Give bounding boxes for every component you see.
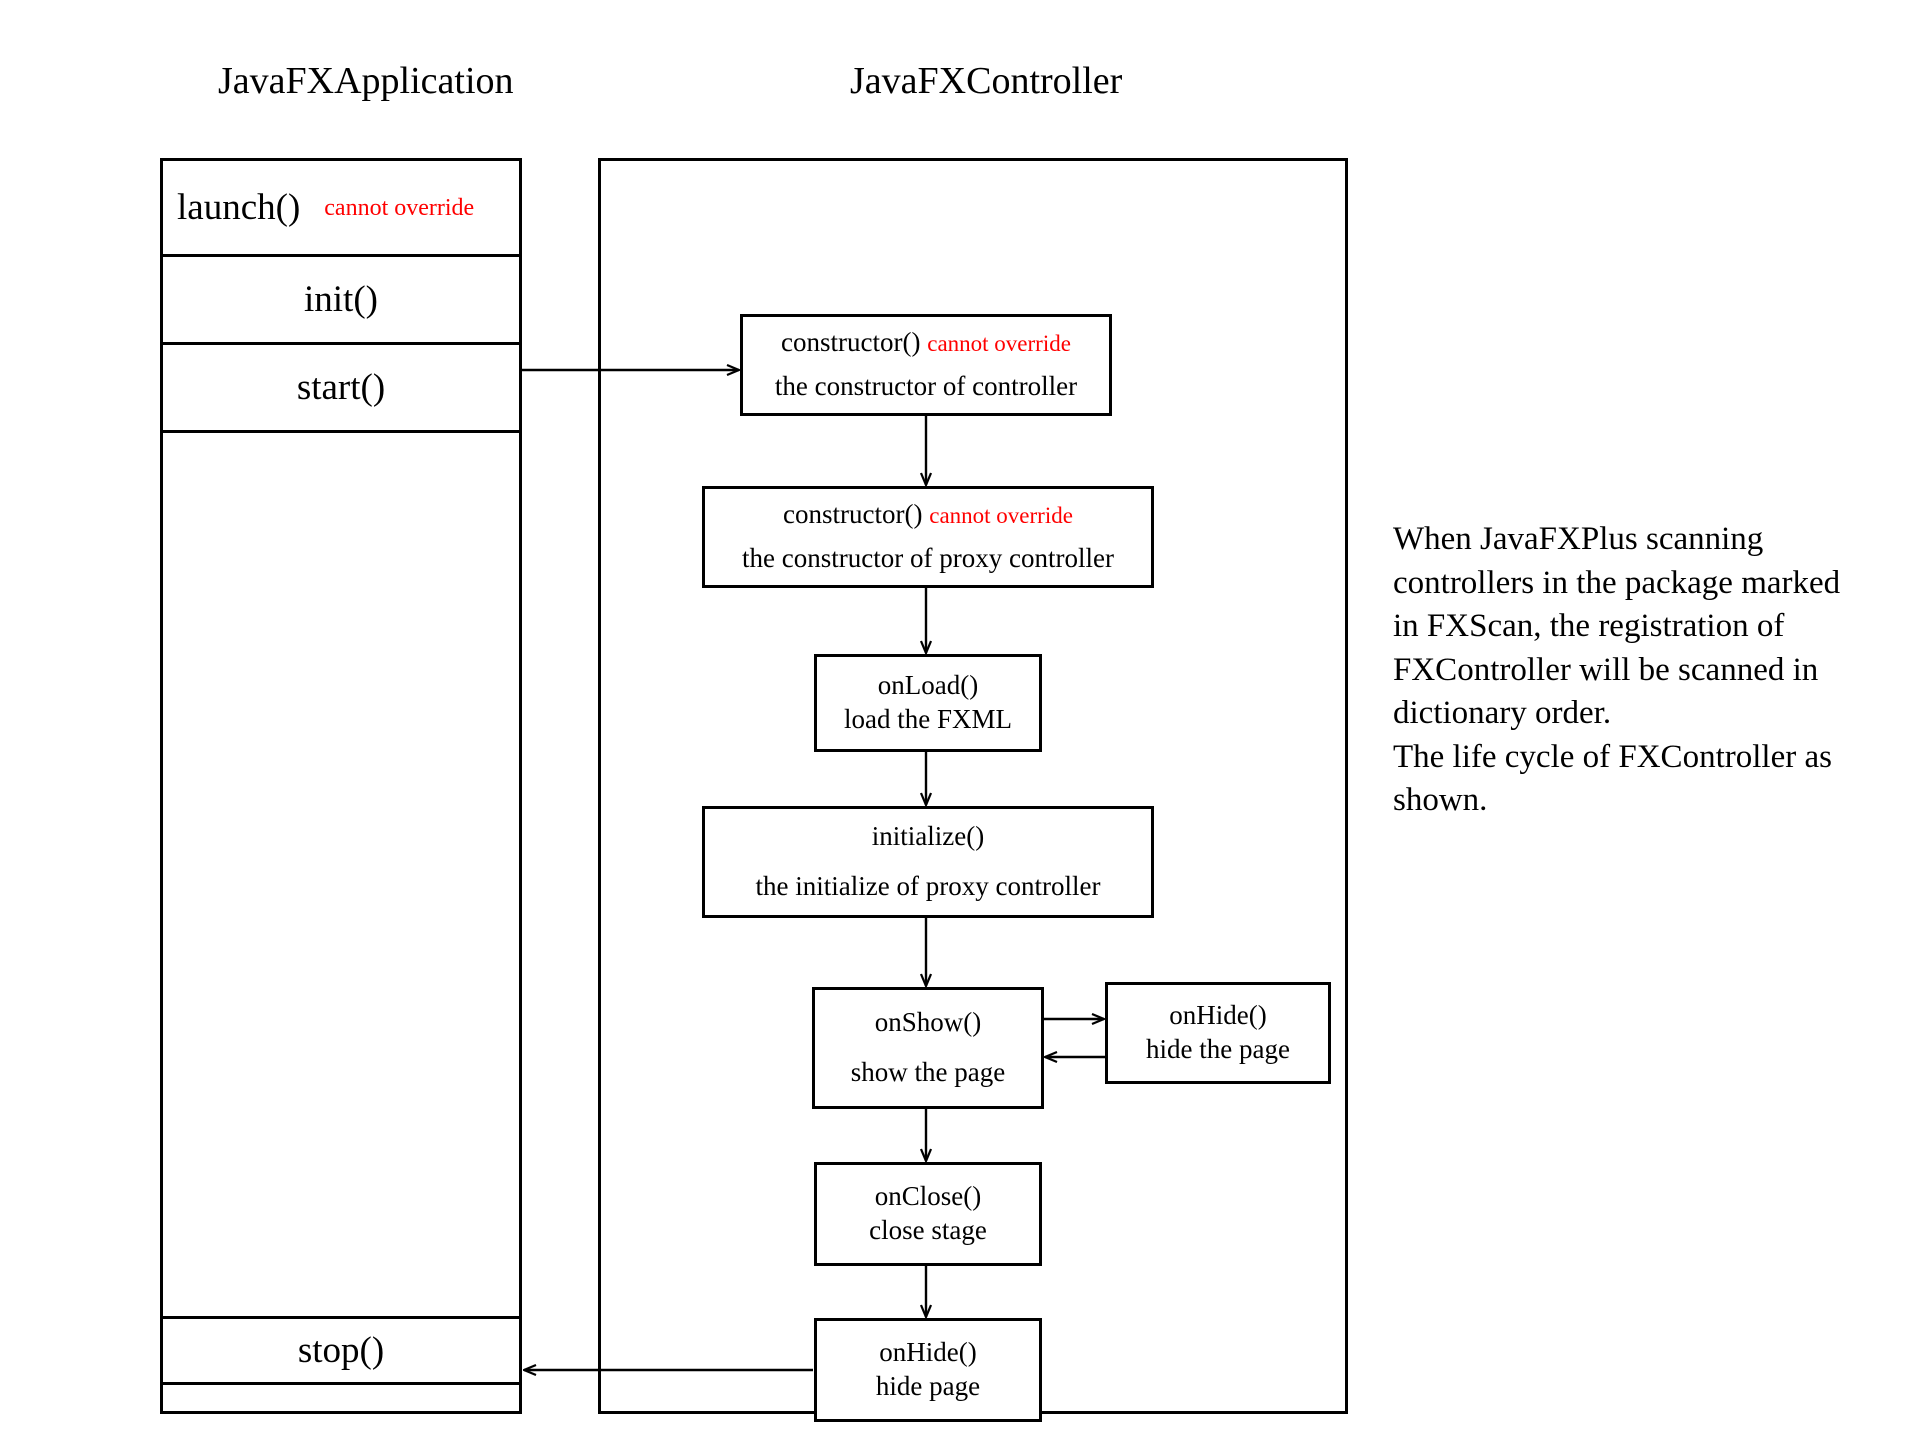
flow-box-onshow-title: onShow() [874, 1007, 982, 1038]
application-row-init-label: init() [304, 279, 378, 320]
flow-box-onshow[interactable]: onShow() show the page [812, 987, 1044, 1109]
application-row-launch[interactable]: launch() cannot override [163, 161, 519, 257]
step-annotation: cannot override [927, 331, 1071, 357]
side-note: When JavaFXPlus scanning controllers in … [1393, 518, 1843, 823]
flow-box-constructor-proxy-desc: the constructor of proxy controller [742, 543, 1114, 573]
flow-box-onclose-desc: close stage [869, 1215, 987, 1245]
application-row-start-label: start() [296, 367, 386, 408]
application-row-stop[interactable]: stop() [163, 1319, 519, 1385]
flow-box-onhide-side-title: onHide() [1169, 1000, 1267, 1031]
flow-box-onclose-title: onClose() [874, 1181, 982, 1212]
step-title: constructor() [781, 327, 921, 358]
flow-box-constructor-proxy-title: constructor() cannot override [783, 498, 1073, 532]
class-title-application: JavaFXApplication [218, 60, 514, 102]
step-annotation: cannot override [929, 503, 1073, 529]
side-note-paragraph-2: The life cycle of FXController as shown. [1393, 738, 1832, 819]
flow-box-onclose[interactable]: onClose() close stage [814, 1162, 1042, 1266]
step-title: constructor() [783, 499, 923, 530]
flow-box-initialize-title: initialize() [871, 821, 985, 852]
application-row-launch-annotation: cannot override [324, 194, 475, 221]
flow-box-onload-title: onLoad() [877, 670, 979, 701]
flow-box-onshow-desc: show the page [850, 1057, 1006, 1087]
flow-box-constructor-controller[interactable]: constructor() cannot override the constr… [740, 314, 1112, 416]
flow-box-onhide-side[interactable]: onHide() hide the page [1105, 982, 1331, 1084]
application-row-init[interactable]: init() [163, 257, 519, 345]
flow-box-onload-desc: load the FXML [844, 704, 1012, 734]
flow-box-constructor-proxy[interactable]: constructor() cannot override the constr… [702, 486, 1154, 588]
flow-box-constructor-controller-title: constructor() cannot override [781, 326, 1071, 360]
flow-box-onload[interactable]: onLoad() load the FXML [814, 654, 1042, 752]
flow-box-onhide-side-desc: hide the page [1146, 1034, 1290, 1064]
javafx-application-class-box: launch() cannot override init() start() … [160, 158, 522, 1414]
flow-box-initialize[interactable]: initialize() the initialize of proxy con… [702, 806, 1154, 918]
application-row-launch-label: launch() [177, 187, 301, 228]
class-title-controller: JavaFXController [850, 60, 1123, 102]
flow-box-initialize-desc: the initialize of proxy controller [755, 871, 1101, 901]
application-row-start[interactable]: start() [163, 345, 519, 433]
side-note-paragraph-1: When JavaFXPlus scanning controllers in … [1393, 521, 1841, 732]
flow-box-onhide-bottom-desc: hide page [875, 1371, 981, 1401]
application-row-stop-label: stop() [297, 1330, 385, 1371]
application-row-spacer [163, 433, 519, 1319]
flow-box-constructor-controller-desc: the constructor of controller [774, 371, 1078, 401]
flow-box-onhide-bottom[interactable]: onHide() hide page [814, 1318, 1042, 1422]
flow-box-onhide-bottom-title: onHide() [879, 1337, 977, 1368]
